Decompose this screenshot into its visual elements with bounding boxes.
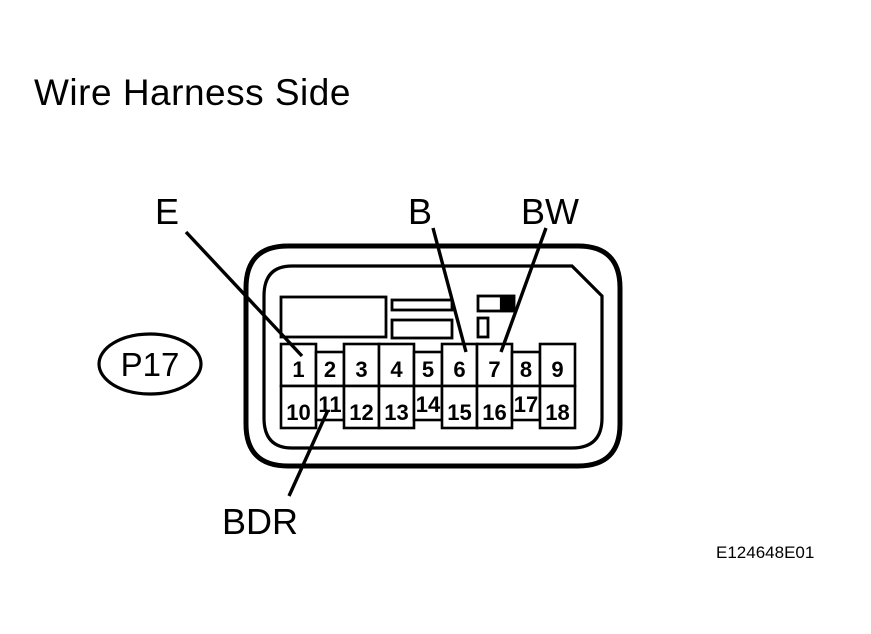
pin-number-8: 8 — [520, 357, 532, 382]
wire-label-e: E — [155, 191, 179, 232]
pin-cell-4 — [377, 342, 416, 388]
pin-number-12: 12 — [349, 400, 373, 425]
wire-label-bw: BW — [521, 191, 579, 232]
pin-number-1: 1 — [292, 357, 304, 382]
wire-callouts: E B BW BDR — [155, 191, 579, 542]
housing-feature-small-slot — [476, 316, 490, 339]
pin-number-10: 10 — [286, 400, 310, 425]
pin-number-14: 14 — [416, 392, 441, 417]
leader-line-e — [184, 230, 304, 358]
pin-cell-9 — [538, 342, 577, 388]
pin-cell-11 — [314, 384, 346, 422]
pin-number-15: 15 — [447, 400, 471, 425]
leader-line-bw — [499, 227, 548, 353]
housing-feature-latch-solid — [499, 294, 516, 313]
pin-number-6: 6 — [453, 357, 465, 382]
pin-number-4: 4 — [390, 357, 403, 382]
pin-cell-14 — [412, 384, 444, 422]
pin-number-7: 7 — [488, 357, 500, 382]
housing-feature-thin-bar-upper — [390, 298, 454, 312]
leader-line-bdr — [287, 409, 330, 497]
pin-number-5: 5 — [422, 357, 434, 382]
pin-number-3: 3 — [355, 357, 367, 382]
pin-number-13: 13 — [384, 400, 408, 425]
pin-number-9: 9 — [551, 357, 563, 382]
pin-grid: 1 10 2 11 3 12 4 13 5 14 6 15 7 16 8 17 9 18 — [279, 342, 577, 430]
pin-cell-3 — [342, 342, 381, 388]
pin-number-18: 18 — [545, 400, 569, 425]
wire-label-bdr: BDR — [222, 501, 298, 542]
connector-id-label: P17 — [121, 346, 180, 383]
page-title: Wire Harness Side — [34, 72, 351, 113]
figure-code: E124648E01 — [716, 543, 814, 562]
pin-number-17: 17 — [514, 392, 538, 417]
housing-feature-thin-bar-lower — [390, 318, 454, 340]
pin-number-2: 2 — [324, 357, 336, 382]
leader-line-b — [431, 227, 468, 353]
housing-feature-large-block — [279, 295, 388, 339]
pin-number-11: 11 — [318, 392, 341, 417]
connector-housing-inner — [262, 264, 604, 450]
pin-cell-18 — [538, 384, 577, 430]
pin-number-16: 16 — [482, 400, 506, 425]
connector-housing-outer — [243, 243, 623, 469]
connector-id-oval — [97, 332, 203, 396]
wire-label-b: B — [408, 191, 432, 232]
